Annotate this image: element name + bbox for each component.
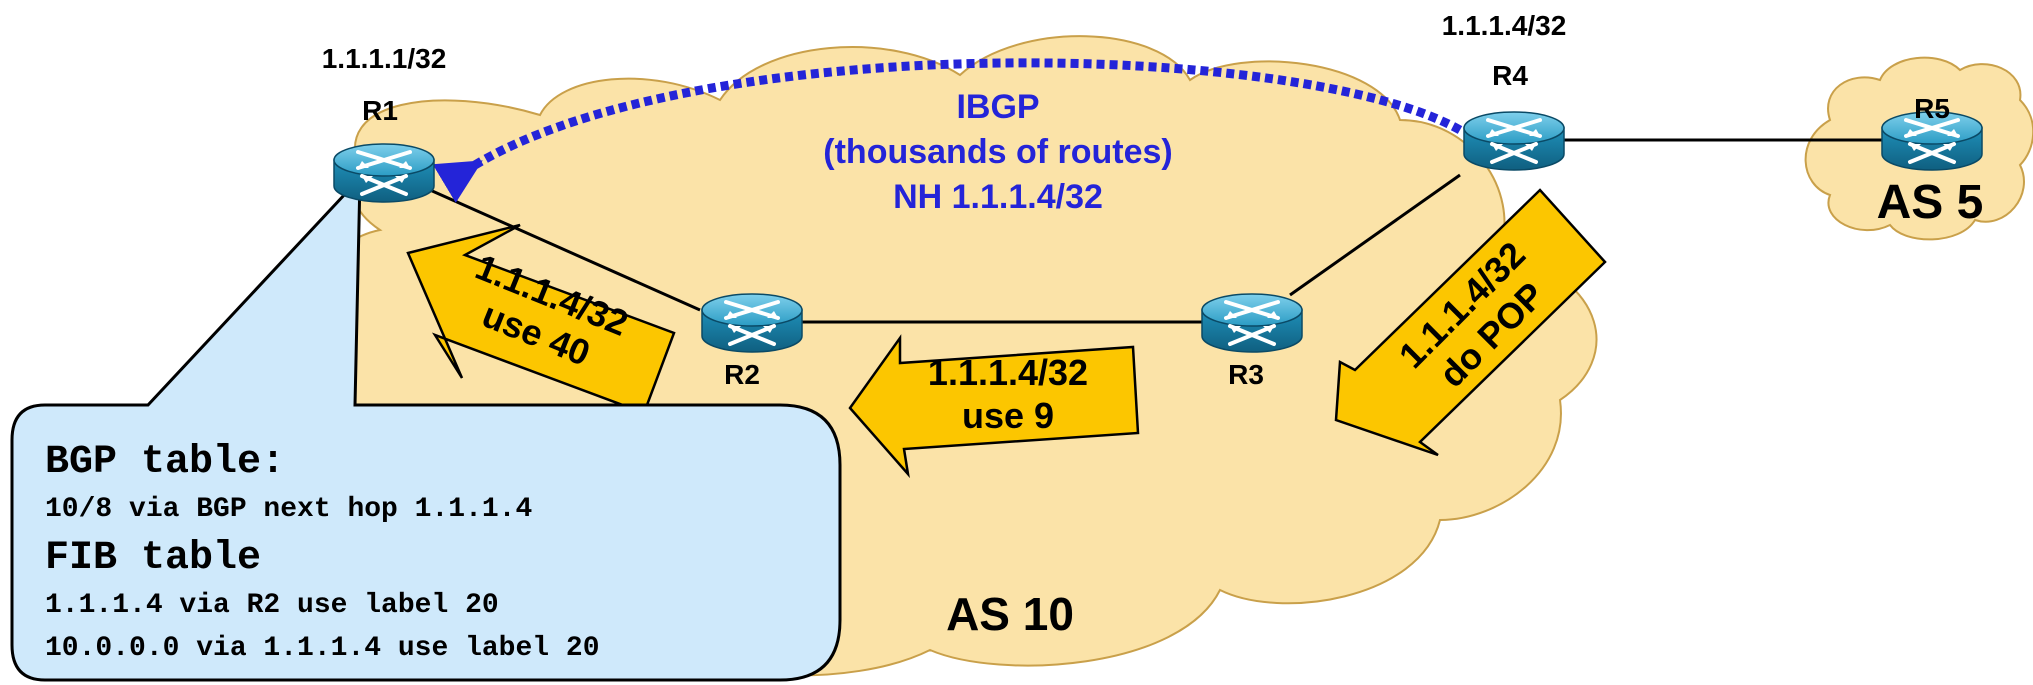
r1-callout-bubble	[10, 174, 842, 682]
router-r2-name: R2	[724, 359, 760, 390]
fib-table-entry-2: 10.0.0.0 via 1.1.1.4 use label 20	[45, 633, 600, 664]
fib-table-entry-1: 1.1.1.4 via R2 use label 20	[45, 590, 499, 621]
router-r4-address: 1.1.1.4/32	[1442, 10, 1567, 41]
label-arrow-r4-to-r3	[1334, 188, 1607, 457]
router-r2-icon	[700, 292, 804, 354]
fib-table-heading: FIB table	[45, 536, 261, 581]
router-r1-name: R1	[362, 95, 398, 126]
label-r3-r2-action: use 9	[962, 395, 1054, 436]
label-arrow-r2-to-r1	[406, 223, 676, 415]
bgp-table-heading: BGP table:	[45, 440, 285, 485]
router-r4-name: R4	[1492, 60, 1528, 91]
router-r3-name: R3	[1228, 359, 1264, 390]
ibgp-next-hop: NH 1.1.1.4/32	[893, 178, 1103, 216]
router-r3-icon	[1200, 292, 1304, 354]
link-r3-r4	[1289, 173, 1461, 297]
router-r4-icon	[1462, 110, 1566, 172]
link-r1-r2	[429, 188, 701, 312]
label-arrow-r3-to-r2	[848, 334, 1140, 479]
as10-label: AS 10	[946, 588, 1074, 640]
ibgp-session-arrow	[432, 58, 1463, 203]
as5-label: AS 5	[1877, 176, 1984, 229]
router-r5-name: R5	[1914, 93, 1950, 124]
label-r3-r2-prefix: 1.1.1.4/32	[928, 352, 1088, 393]
router-r1-address: 1.1.1.1/32	[322, 43, 447, 74]
bgp-table-entry: 10/8 via BGP next hop 1.1.1.4	[45, 494, 532, 525]
ibgp-title: IBGP	[956, 88, 1039, 126]
ibgp-subtitle: (thousands of routes)	[823, 133, 1172, 171]
router-r1-icon	[332, 142, 436, 204]
